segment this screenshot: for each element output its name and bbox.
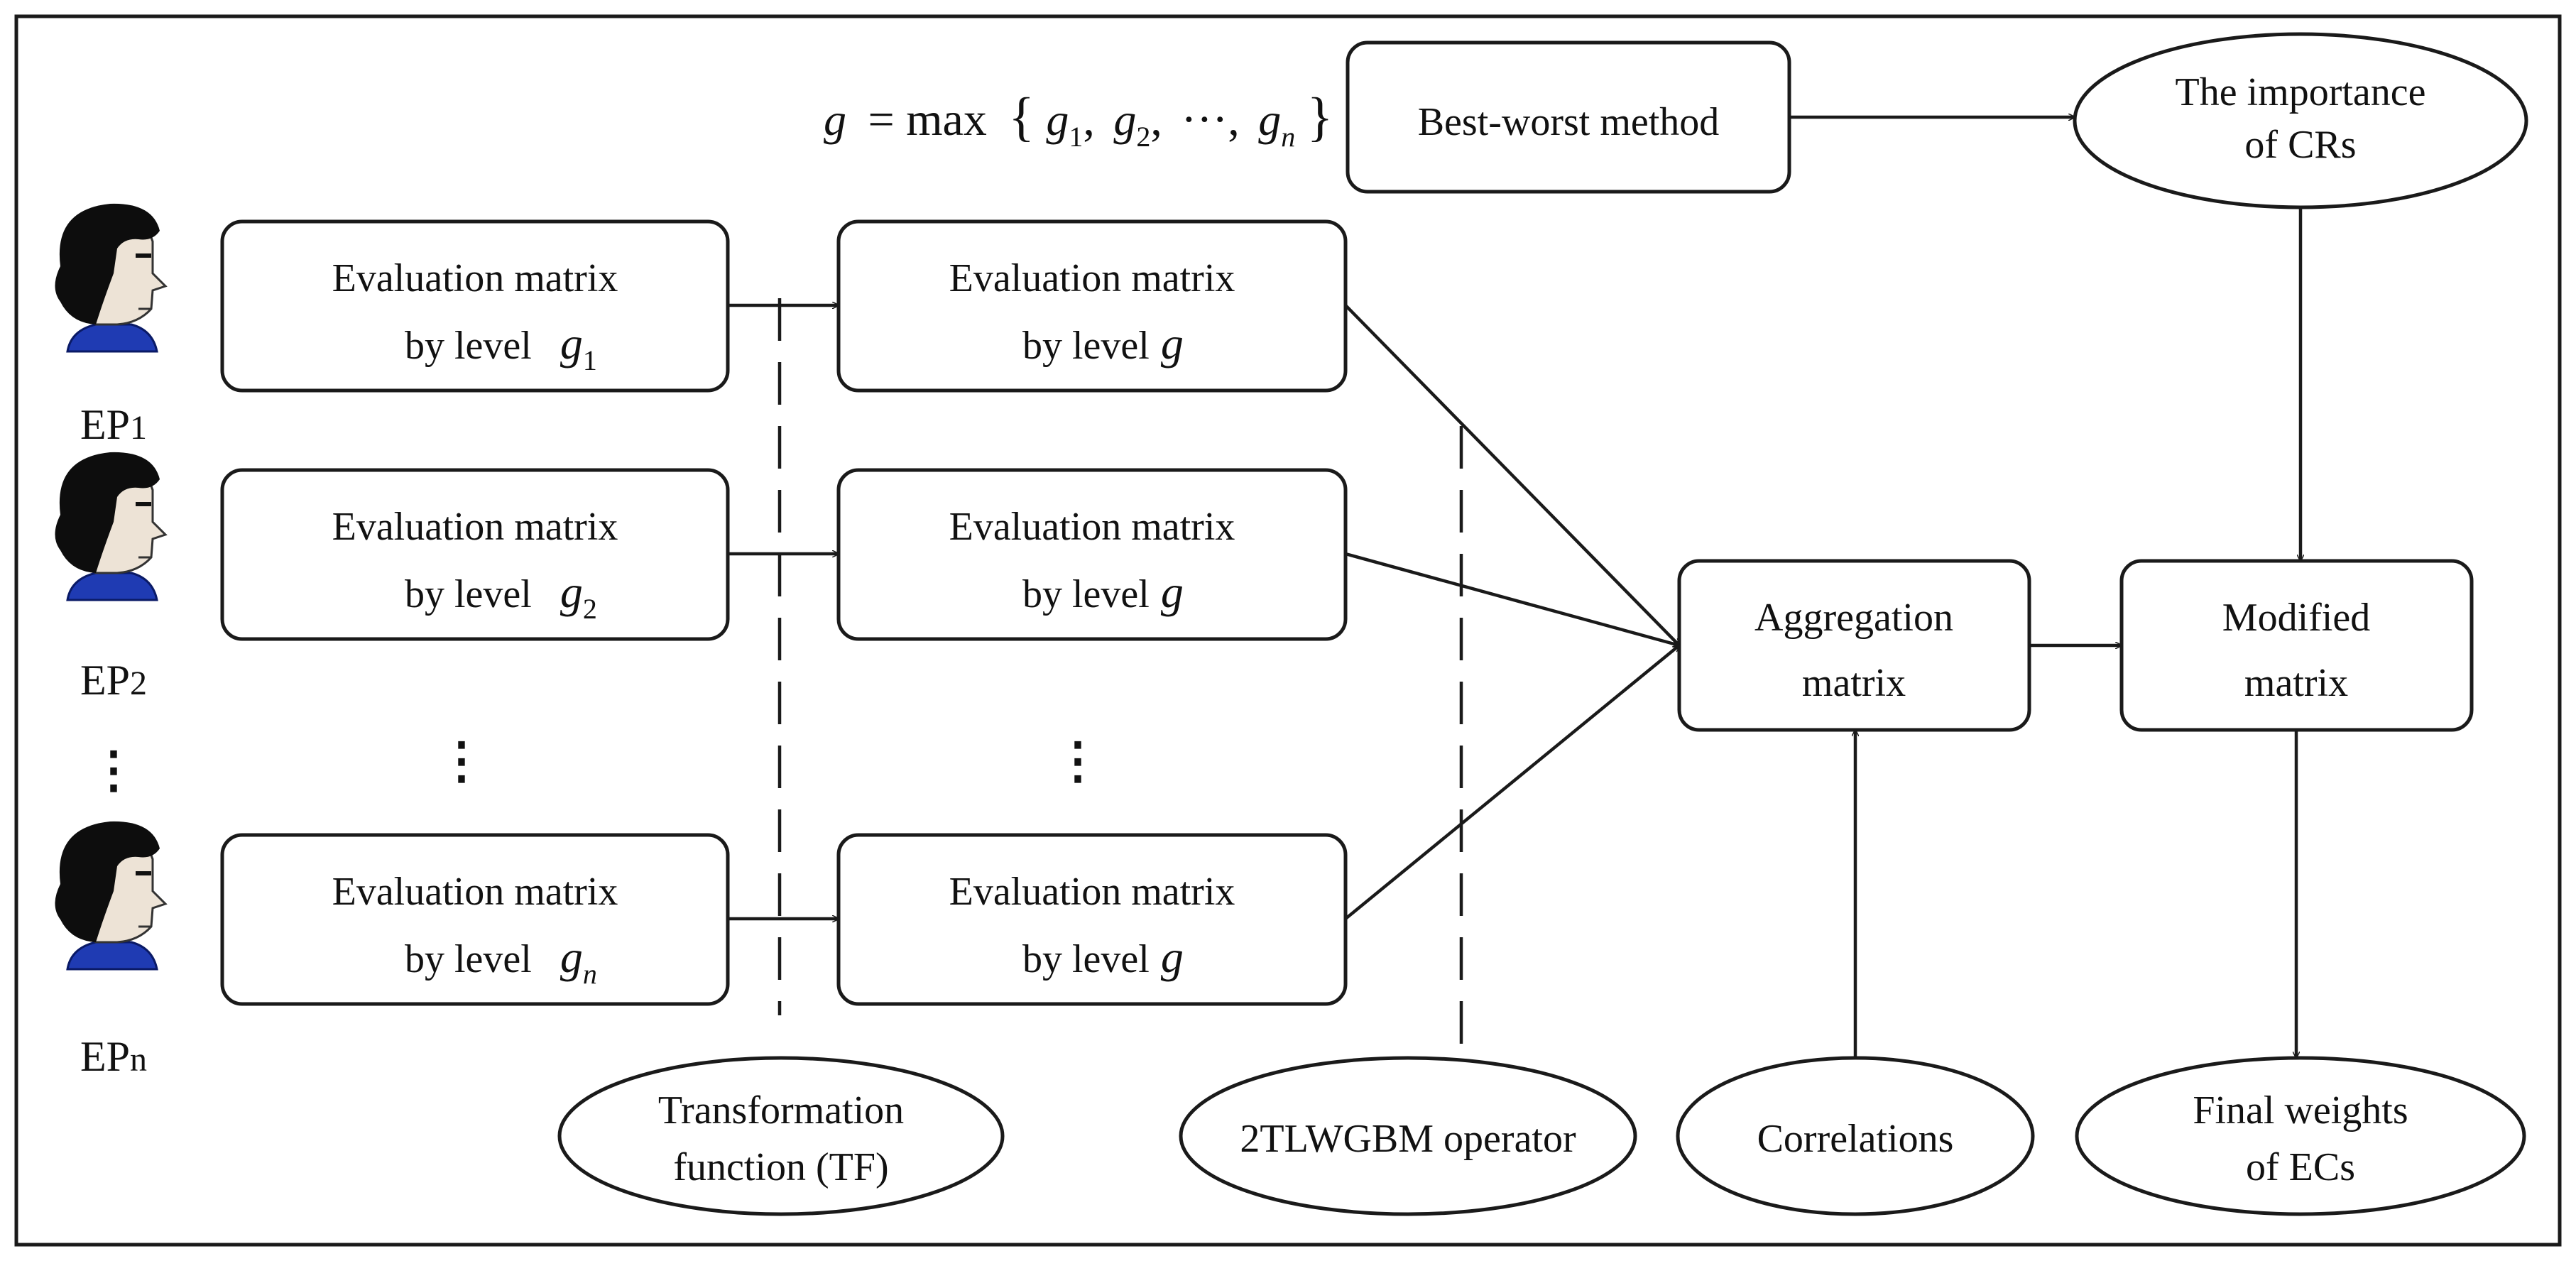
correlations-ellipse: Correlations (1676, 1056, 2035, 1216)
expert-label: EP1 (80, 401, 147, 448)
svg-text:function (TF): function (TF) (673, 1145, 888, 1189)
operator-ellipse: 2TLWGBM operator (1179, 1056, 1637, 1216)
best-worst-method-box: Best-worst method (1346, 40, 1791, 194)
svg-text:The importance: The importance (2176, 70, 2426, 114)
svg-text:matrix: matrix (2244, 661, 2348, 705)
svg-text:2TLWGBM operator: 2TLWGBM operator (1240, 1117, 1576, 1161)
importance-of-crs-ellipse: The importance of CRs (2073, 32, 2528, 209)
ellipsis: ⋮ (89, 743, 138, 798)
svg-text:matrix: matrix (1802, 661, 1906, 705)
expert-icon (54, 451, 167, 601)
modified-matrix-box: Modified matrix (2119, 559, 2474, 732)
svg-text:Best-worst method: Best-worst method (1418, 100, 1720, 144)
expert-icon (54, 820, 167, 971)
svg-text:Evaluation matrix: Evaluation matrix (949, 505, 1235, 549)
expert-label: EPn (80, 1033, 147, 1080)
expert-label: EP2 (80, 657, 147, 704)
formula: g = max { g1, g2, ···, gn } (824, 87, 1333, 157)
connectors (728, 117, 2301, 1058)
svg-text:Evaluation matrix: Evaluation matrix (332, 505, 618, 549)
svg-text:Evaluation matrix: Evaluation matrix (332, 870, 618, 914)
ellipsis: ⋮ (1053, 734, 1103, 789)
svg-text:Aggregation: Aggregation (1754, 596, 1953, 640)
svg-text:Evaluation matrix: Evaluation matrix (949, 256, 1235, 300)
outer-frame (14, 14, 2562, 1247)
final-weights-ellipse: Final weights of ECs (2075, 1056, 2526, 1216)
transformation-function-ellipse: Transformation function (TF) (557, 1056, 1005, 1216)
svg-text:of CRs: of CRs (2244, 123, 2356, 167)
svg-text:Evaluation matrix: Evaluation matrix (949, 870, 1235, 914)
svg-text:Transformation: Transformation (658, 1088, 904, 1132)
expert-icon (54, 202, 167, 353)
svg-text:Modified: Modified (2222, 596, 2370, 640)
svg-text:Correlations: Correlations (1757, 1117, 1954, 1161)
svg-text:Final weights: Final weights (2193, 1088, 2408, 1132)
svg-text:Evaluation matrix: Evaluation matrix (332, 256, 618, 300)
svg-text:of ECs: of ECs (2246, 1145, 2355, 1189)
aggregation-matrix-box: Aggregation matrix (1677, 559, 2031, 732)
ellipsis: ⋮ (437, 734, 486, 789)
